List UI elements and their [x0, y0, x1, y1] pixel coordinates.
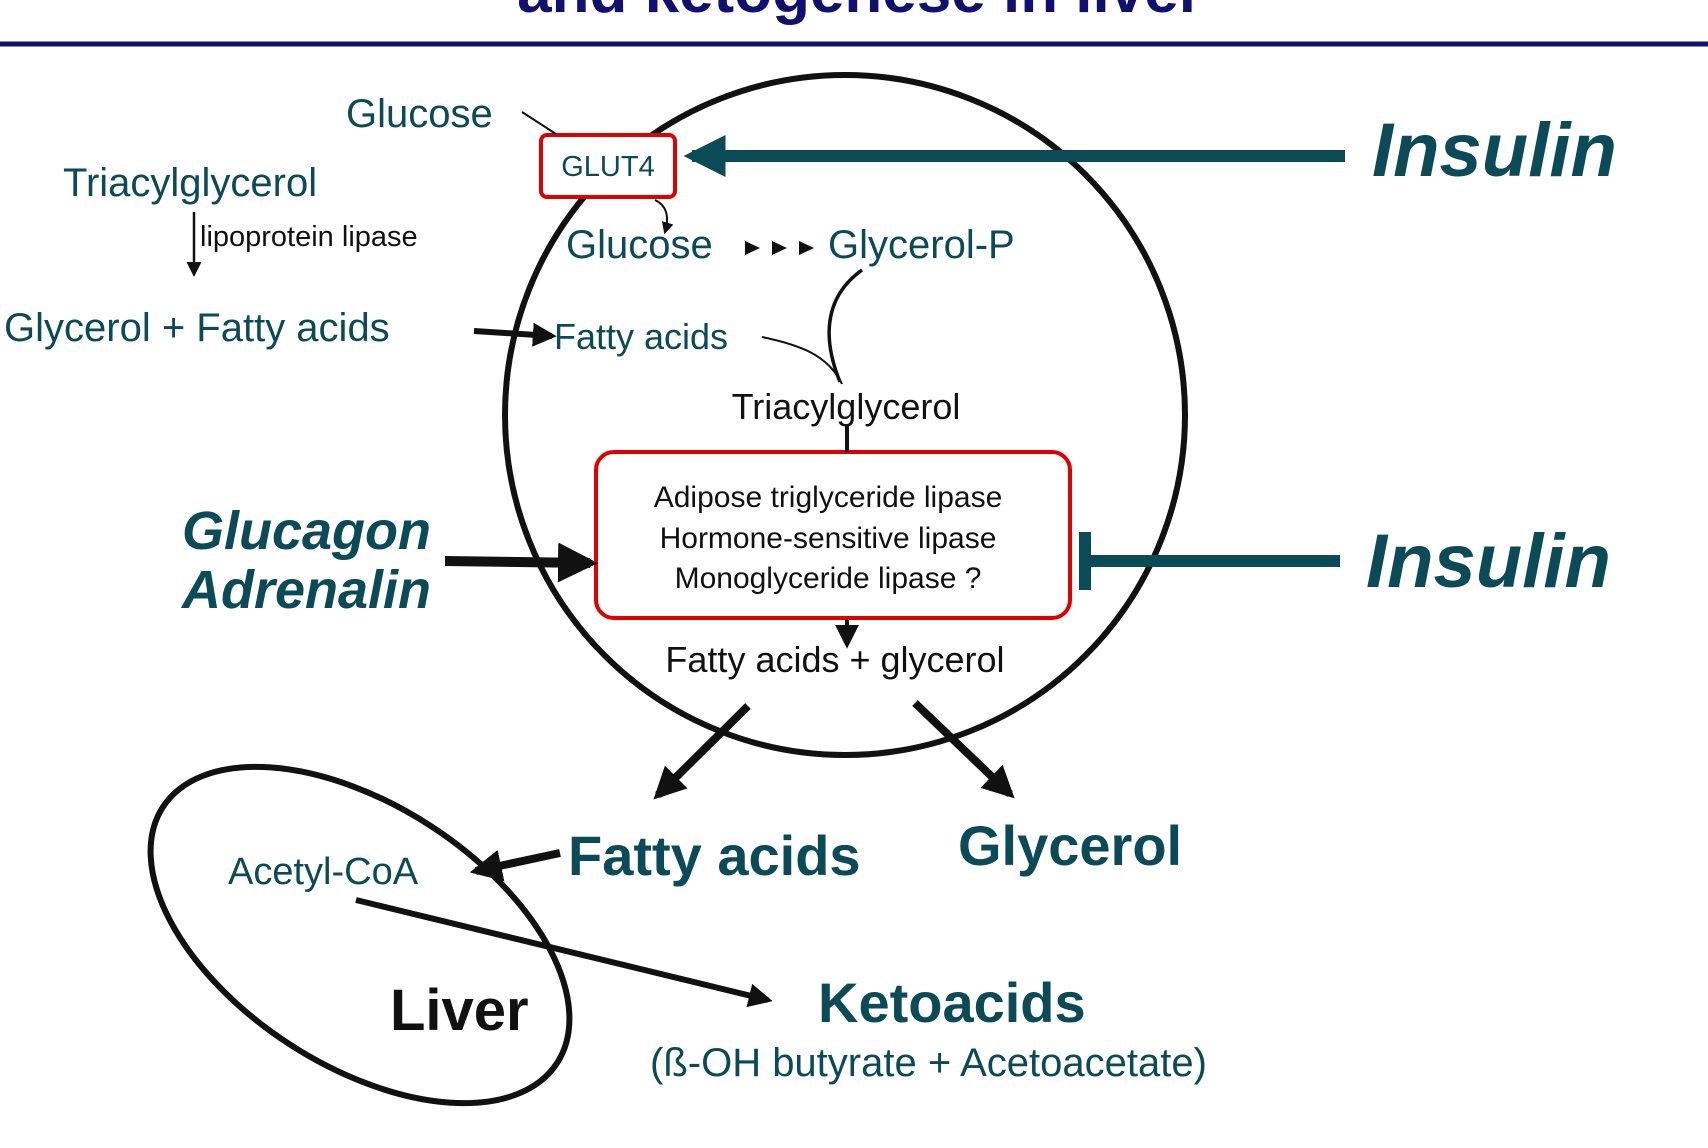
page-title: and ketogenese in liver — [517, 0, 1203, 26]
acetyl-coa-label: Acetyl-CoA — [228, 851, 419, 893]
glycerol-p-label: Glycerol-P — [828, 223, 1015, 267]
insulin-top-label: Insulin — [1372, 108, 1617, 193]
triacylglycerol-inside-label: Triacylglycerol — [732, 386, 961, 427]
ketoacids-detail-label: (ß-OH butyrate + Acetoacetate) — [650, 1041, 1207, 1085]
fatty-acid-uptake-arrow — [473, 322, 557, 347]
ketoacids-label: Ketoacids — [818, 971, 1086, 1034]
fatty-acids-output-label: Fatty acids — [568, 824, 861, 887]
fattyacids-to-tag-curve — [761, 336, 843, 385]
fatty-acids-inside-label: Fatty acids — [554, 316, 728, 357]
glucagon-activate-arrow — [444, 542, 598, 583]
glycerol-output-label: Glycerol — [958, 814, 1182, 877]
glucose-to-glut4-line — [521, 111, 557, 135]
glycerolp-to-tag-curve — [827, 268, 864, 383]
glut4-label: GLUT4 — [561, 151, 654, 183]
fa-release-arrow — [653, 703, 751, 800]
fa-to-acetylcoa-arrow — [469, 849, 561, 882]
lipase-atgl-label: Adipose triglyceride lipase — [654, 481, 1003, 514]
glucose-inside-label: Glucose — [566, 223, 713, 267]
glut4-box — [539, 133, 677, 199]
glut4-to-glucose-arrow — [654, 199, 674, 235]
fatty-acids-glycerol-label: Fatty acids + glycerol — [665, 639, 1004, 680]
glycerol-release-arrow — [912, 700, 1015, 799]
lipase-box — [594, 450, 1072, 620]
lipase-hsl-label: Hormone-sensitive lipase — [660, 522, 997, 555]
glycerol-fatty-acids-outside-label: Glycerol + Fatty acids — [4, 306, 390, 350]
triacylglycerol-outside-label: Triacylglycerol — [63, 161, 317, 205]
adrenalin-label: Adrenalin — [180, 560, 431, 620]
lipase-mgl-label: Monoglyceride lipase ? — [675, 562, 982, 595]
lipoprotein-lipase-label: lipoprotein lipase — [200, 221, 418, 253]
insulin-bottom-label: Insulin — [1366, 519, 1611, 604]
glucagon-label: Glucagon — [182, 501, 431, 561]
acetylcoa-to-ketoacids-arrow — [355, 897, 773, 1008]
liver-label: Liver — [390, 978, 529, 1043]
adipocyte-cell — [502, 72, 1188, 758]
glucose-outside-label: Glucose — [346, 92, 493, 136]
liver-outline — [147, 763, 573, 1107]
glucose-to-glycerolp-arrows — [745, 241, 814, 255]
